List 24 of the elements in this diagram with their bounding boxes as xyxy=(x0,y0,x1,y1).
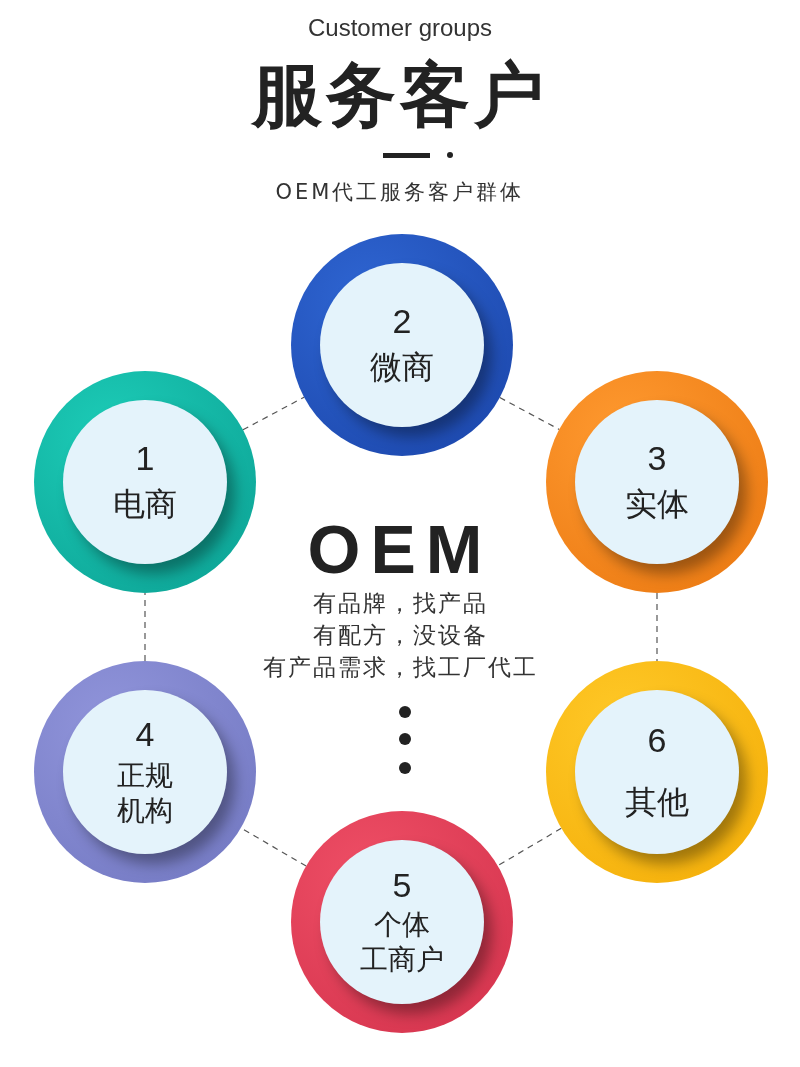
subtitle-english: Customer groups xyxy=(307,14,493,42)
node-number: 4 xyxy=(135,716,155,754)
node-number: 1 xyxy=(135,440,155,478)
dashed-connector xyxy=(656,592,658,662)
node-label: 电商 xyxy=(113,483,177,524)
node-number: 6 xyxy=(647,722,667,760)
center-text: 有产品需求，找工厂代工 xyxy=(262,654,538,682)
node-number: 5 xyxy=(392,867,412,905)
node-label: 实体 xyxy=(625,483,689,524)
node-label: 正规机构 xyxy=(117,757,173,828)
node-number: 3 xyxy=(647,440,667,478)
node-label: 个体工商户 xyxy=(360,906,444,977)
dashed-connector xyxy=(144,592,146,662)
dashed-connector xyxy=(497,827,562,867)
node-number: 2 xyxy=(392,303,412,341)
center-text: 有品牌，找产品 xyxy=(312,590,488,618)
center-text: 有配方，没设备 xyxy=(312,622,488,650)
node-label: 微商 xyxy=(370,346,434,387)
node-label: 其他 xyxy=(625,781,689,822)
title: 服务客户 xyxy=(252,60,548,130)
dashed-connector xyxy=(499,396,560,431)
dashed-connector xyxy=(242,396,305,431)
center-heading: OEM xyxy=(307,515,493,583)
subtitle: OEM代工服务客户群体 xyxy=(275,179,525,206)
